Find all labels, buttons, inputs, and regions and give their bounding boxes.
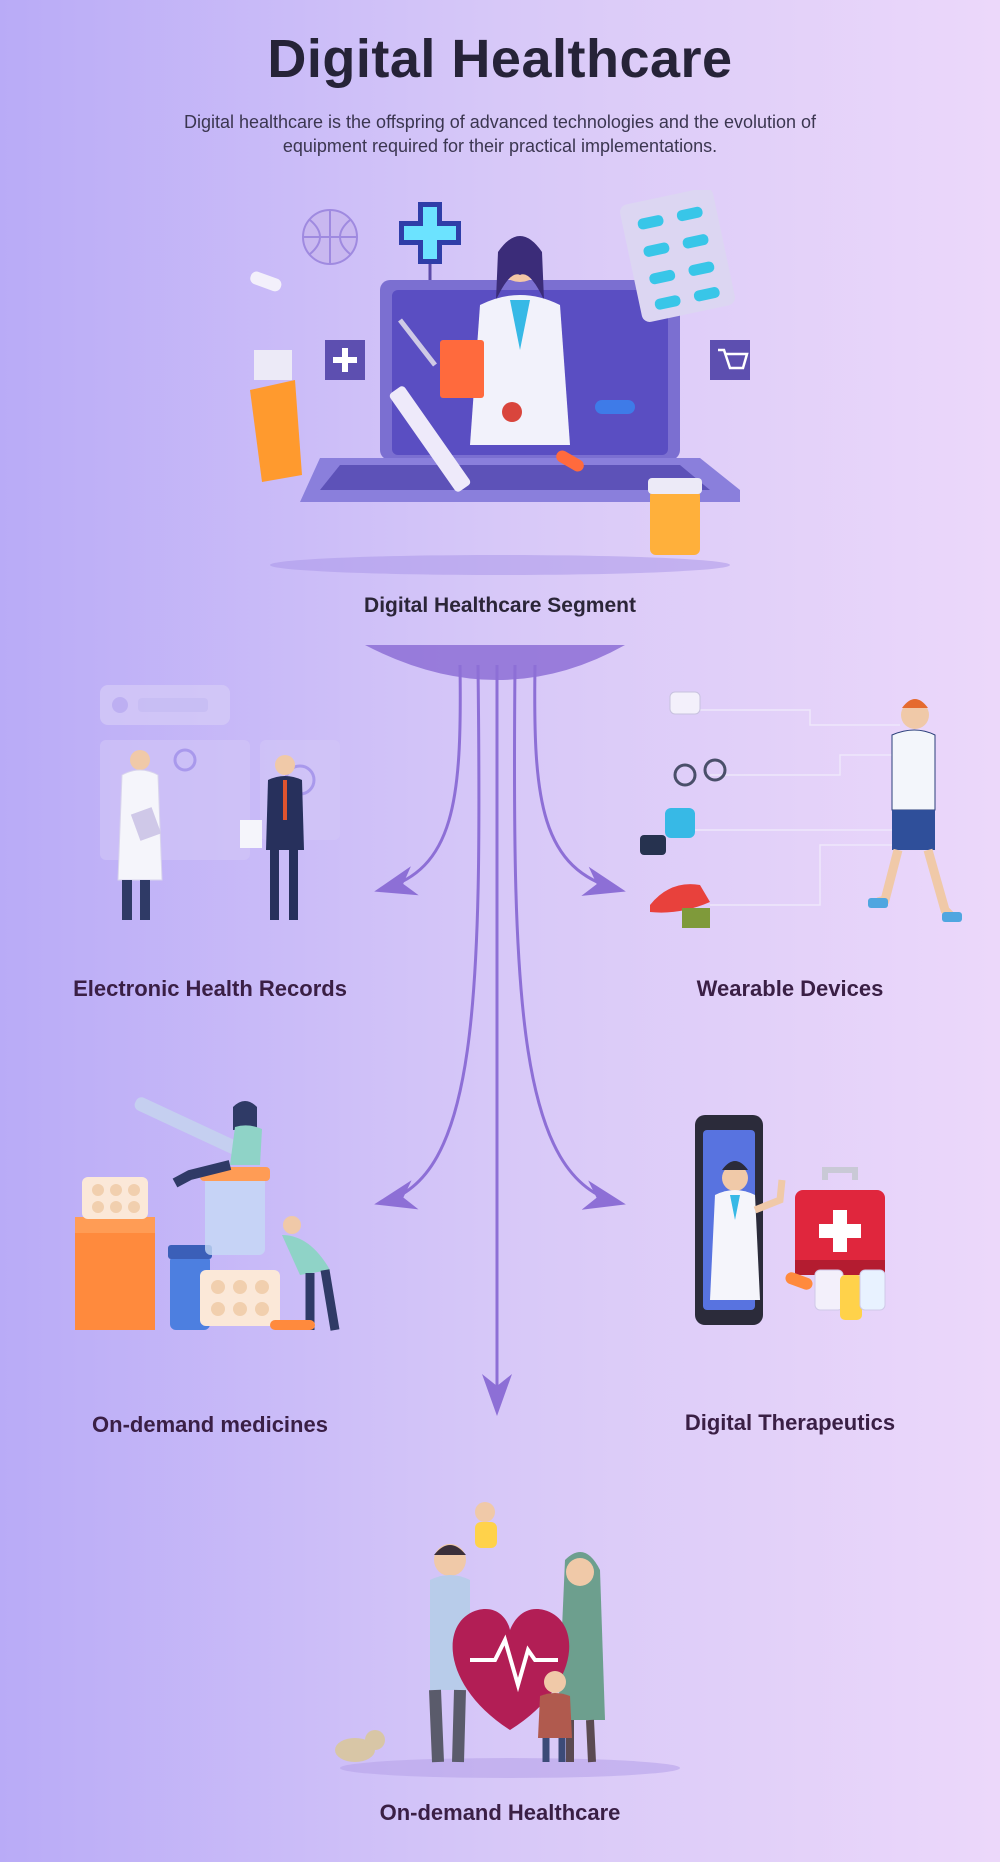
medicines-illustration <box>75 1097 340 1331</box>
therapeutics-label: Digital Therapeutics <box>684 1410 896 1435</box>
wearables-illustration <box>640 691 962 928</box>
segment-label: Digital Healthcare Segment <box>364 594 636 617</box>
medicines-label: On-demand medicines <box>92 1412 328 1437</box>
page-subtitle: Digital healthcare is the offspring of a… <box>183 112 817 156</box>
family-illustration <box>335 1502 680 1778</box>
laptop-doctor-illustration <box>250 190 750 575</box>
page-title: Digital Healthcare <box>267 29 733 89</box>
healthcare-label: On-demand Healthcare <box>379 1800 621 1825</box>
connector-wearables <box>533 664 626 896</box>
syringe-icon <box>389 318 471 492</box>
therapeutics-illustration <box>695 1115 886 1325</box>
connector-therapeutics <box>512 664 626 1210</box>
connector-ehr <box>374 664 462 896</box>
cart-icon <box>710 340 750 380</box>
ehr-label: Electronic Health Records <box>73 976 347 1001</box>
connector-medicines <box>374 664 481 1210</box>
ehr-illustration <box>100 685 340 920</box>
medical-cross-icon <box>399 202 461 285</box>
segment-base-shape <box>365 645 625 680</box>
wearables-label: Wearable Devices <box>696 976 884 1001</box>
pill-pack-icon <box>620 190 735 322</box>
